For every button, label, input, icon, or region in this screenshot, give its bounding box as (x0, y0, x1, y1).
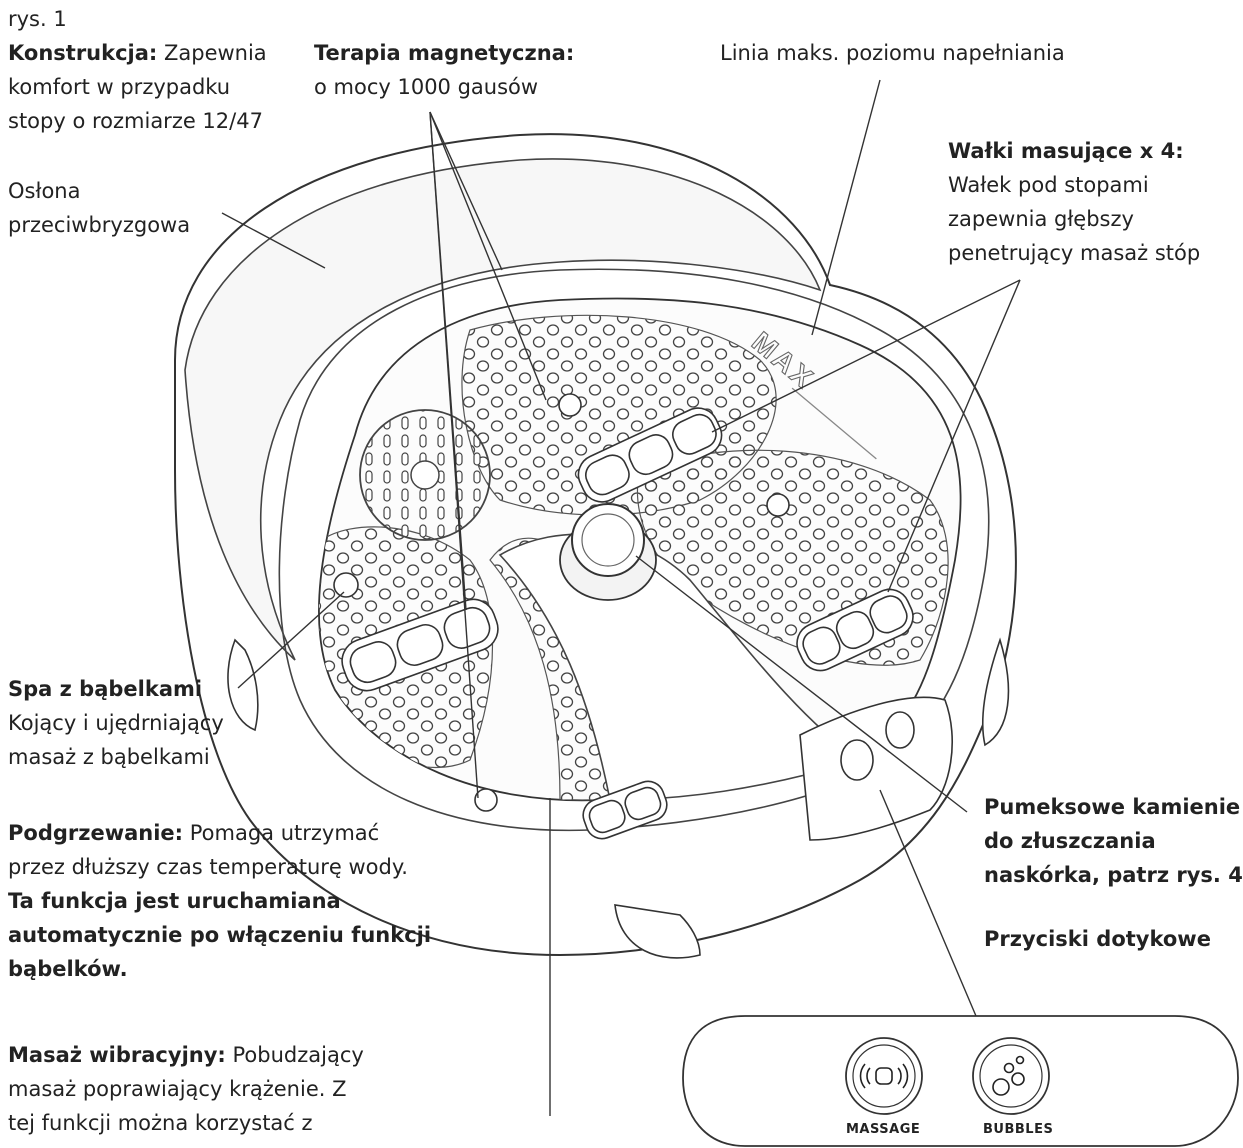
label-konstrukcja: Konstrukcja: Zapewnia komfort w przypadk… (8, 41, 267, 133)
label-masaz-wibracyjny: Masaż wibracyjny: Pobudzający masaż popr… (8, 1043, 364, 1135)
massage-roller-right (790, 583, 919, 677)
massage-roller-bottom (579, 777, 672, 843)
massage-roller-left (336, 593, 504, 697)
label-przyciski-dotykowe: Przyciski dotykowe (984, 927, 1211, 951)
label-podgrzewanie: Podgrzewanie: Pomaga utrzymać przez dłuż… (8, 821, 432, 981)
spa-foot (615, 905, 700, 958)
spa-foot (228, 640, 258, 730)
label-walki-masujace: Wałki masujące x 4: Wałek pod stopami za… (948, 139, 1201, 265)
rim-inner-line (279, 269, 988, 830)
massage-button-label[interactable]: MASSAGE (846, 1122, 921, 1137)
label-pumeksowe-kamienie: Pumeksowe kamienie do złuszczania naskór… (984, 795, 1243, 887)
bubble-jet (767, 494, 789, 516)
central-control-knob (572, 504, 644, 576)
label-oslona: Osłona przeciwbryzgowa (8, 179, 191, 237)
bubbles-button-label[interactable]: BUBBLES (983, 1122, 1054, 1137)
touch-control-panel (683, 1016, 1238, 1146)
splash-guard (185, 159, 820, 660)
spa-foot (983, 640, 1009, 745)
vibration-icon (861, 1064, 908, 1088)
massage-roller-top (572, 402, 728, 509)
massage-button-outer (846, 1038, 922, 1114)
pumice-stone (841, 740, 873, 780)
label-linia-maks: Linia maks. poziomu napełniania (720, 41, 1065, 65)
pumice-stone (886, 712, 914, 748)
leader-lines (222, 80, 1020, 1116)
bubbles-button-outer (973, 1038, 1049, 1114)
figure-label: rys. 1 (8, 7, 67, 31)
bubble-jet (334, 573, 358, 597)
label-spa-z-babelkami: Spa z bąbelkami Kojący i ujędrniający ma… (8, 677, 224, 769)
bubble-jet (559, 394, 581, 416)
bubbles-icon (993, 1057, 1024, 1096)
label-terapia-magnetyczna: Terapia magnetyczna: o mocy 1000 gausów (314, 41, 575, 99)
bubble-jet (475, 789, 497, 811)
